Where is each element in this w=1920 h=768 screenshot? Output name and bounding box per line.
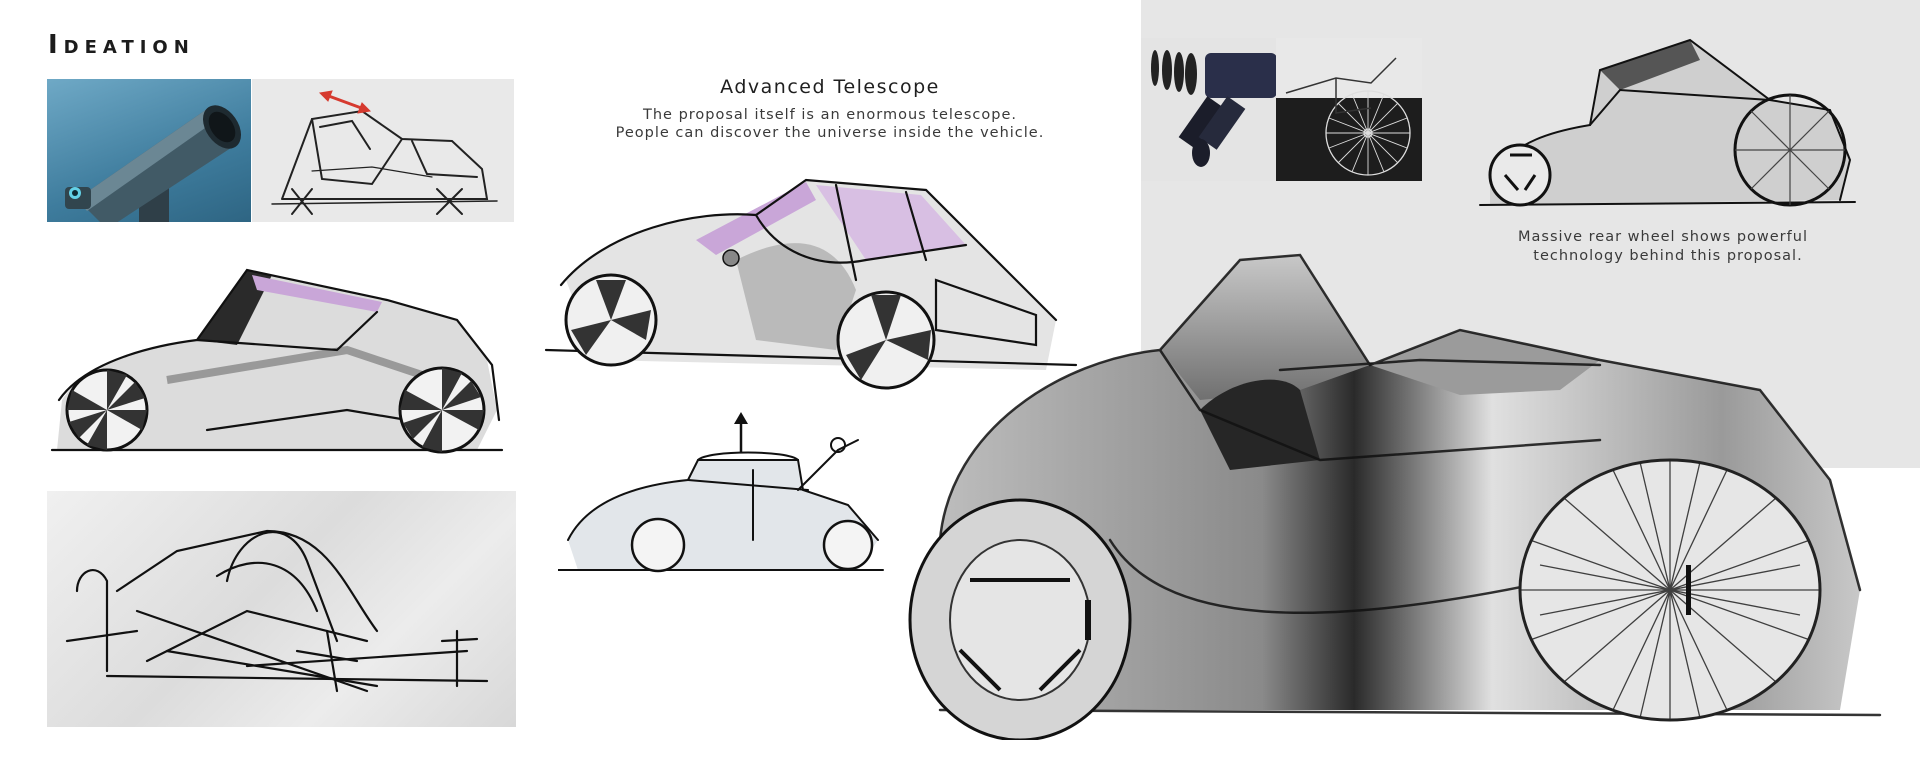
right-caption-line2: technology behind this proposal. (1533, 248, 1803, 264)
front-wheel (65, 368, 149, 452)
small-car-sketch (271, 90, 498, 215)
center-caption-title: Advanced Telescope (720, 76, 940, 98)
horse-carriage-photo-panel (1276, 38, 1422, 181)
horse-carriage-photo-icon (1276, 38, 1422, 176)
small-rear-wheel (1733, 93, 1847, 207)
center-caption-line2: People can discover the universe inside … (615, 125, 1045, 141)
rear-wheel (398, 366, 486, 454)
parts-exploded-icon (1151, 50, 1277, 167)
small-front-wheel (1488, 143, 1552, 207)
telescope-render-panel (47, 79, 251, 222)
three-quarter-car-sketch (544, 178, 1078, 390)
section-title: Ideation (48, 30, 195, 60)
small-sketch-panel (252, 79, 514, 222)
front-wheel-center (564, 273, 658, 367)
right-caption-line1: Massive rear wheel shows powerful (1518, 229, 1808, 245)
hero-charcoal-sketch (908, 253, 1882, 740)
up-arrow-icon (734, 412, 748, 452)
side-view-car-sketch (50, 268, 504, 454)
rear-wheel-center (836, 290, 936, 390)
line-sketch (65, 529, 489, 693)
small-side-car-sketch (558, 412, 884, 573)
rear-wheel-concept-sketch (1479, 38, 1856, 207)
paper-sketch-panel (47, 491, 516, 727)
hero-rear-wheel (1518, 458, 1822, 722)
telescope-render-icon (65, 105, 242, 222)
parts-exploded-panel (1141, 38, 1277, 181)
hero-front-wheel (908, 498, 1132, 740)
center-caption-line1: The proposal itself is an enormous teles… (643, 107, 1017, 123)
